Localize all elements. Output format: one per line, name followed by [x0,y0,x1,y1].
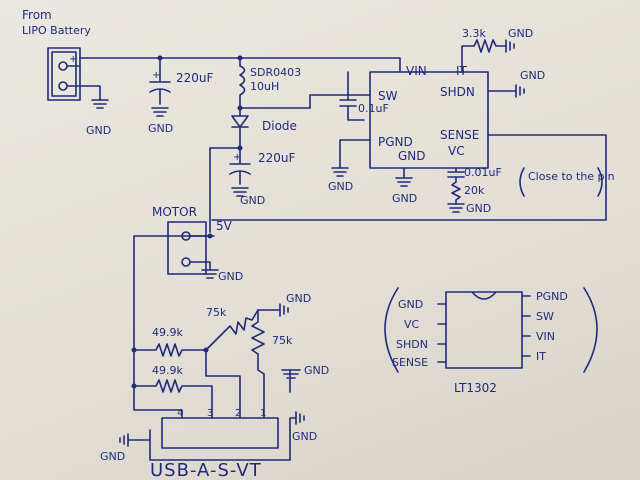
ic-lt1302-block: VIN IT SW SHDN PGND SENSE GND VC [369,64,489,169]
r2-value: 49.9k [152,364,183,377]
usb-connector: 4 3 2 1 USB-A-S-VT [149,408,291,480]
diode: Diode [231,107,297,149]
pinout-right-3: VIN [536,330,555,343]
pinout-left-1: GND [398,298,423,311]
diode-label: Diode [262,119,297,133]
chip-name-label: LT1302 [454,381,497,395]
vin-cap-value: 0.1uF [358,102,389,115]
lipo-battery-label: LIPO Battery [22,24,91,37]
divider-ground-top: GND [257,292,311,317]
usb-pin-4: 4 [177,408,183,419]
cap2-value: 220uF [258,151,296,165]
ic-pin-vc: VC [448,144,465,158]
placement-note: Close to the pin [519,167,615,197]
pinout-left-4: SENSE [392,356,428,369]
vc-cap-value: 0.01uF [464,166,502,179]
pinout-left-3: SHDN [396,338,428,351]
pinout-left-2: VC [404,318,420,331]
gnd-label-usb-right: GND [292,430,317,443]
capacitor-0.1uf: 0.1uF [339,71,389,121]
inductor-sdr0403: SDR0403 10uH [239,57,301,109]
ic-pin-shdn: SHDN [440,85,475,99]
ic-pin-sw: SW [378,89,398,103]
cap2-plus: + [233,152,241,163]
battery-rail-wire [79,57,401,73]
battery-source-label: From LIPO Battery [22,8,91,37]
motor-label: MOTOR [152,205,197,219]
junction-dots [131,55,243,389]
battery-ground: GND [86,99,111,137]
divider-ground-mid: GND [281,364,329,393]
vc-compensation: 0.01uF 20k GND [447,166,502,215]
shdn-ground: GND [487,69,545,98]
capacitor-220uf-input: + 220uF GND [148,57,214,135]
res-it-value: 3.3k [462,27,486,40]
resistor-49.9k-2: 49.9k [133,364,213,419]
usb-connector-label: USB-A-S-VT [150,460,262,480]
gnd-label-divider-mid: GND [304,364,329,377]
gnd-label-vc: GND [466,202,491,215]
battery-plus-label: + [69,54,77,65]
five-v-rail [133,235,211,419]
cap1-value: 220uF [176,71,214,85]
pinout-right-2: SW [536,310,554,323]
gnd-label-shdn: GND [520,69,545,82]
resistor-75k-1: 75k [205,306,259,351]
gnd-label-battery: GND [86,124,111,137]
from-label: From [22,8,52,22]
gnd-label-it: GND [508,27,533,40]
resistor-75k-2: 75k [251,309,293,419]
note-text: Close to the pin [528,170,615,183]
sense-feedback-wire [211,134,607,221]
output-node-wire [209,147,241,233]
ic-gnd-ground: GND [392,167,417,205]
ic-pin-gnd: GND [398,149,426,163]
inductor-value-label: 10uH [250,80,279,93]
lt1302-pinout: GND VC SHDN SENSE PGND SW VIN IT LT1302 [384,287,598,395]
r4-value: 75k [272,334,293,347]
gnd-label-divider-top: GND [286,292,311,305]
pgnd-ground: GND [328,139,371,193]
ic-pin-vin: VIN [406,64,427,78]
ic-pin-pgnd: PGND [378,135,413,149]
gnd-label-cap1: GND [148,122,173,135]
gnd-label-usb-left: GND [100,450,125,463]
resistor-3.3k: 3.3k GND [461,27,533,73]
gnd-label-motor: GND [218,270,243,283]
sw-node-wire [239,94,371,109]
usb-pin-2: 2 [235,408,241,419]
usb-shield-ground-left: GND [100,433,151,463]
battery-connector: + [47,47,101,101]
r1-value: 49.9k [152,326,183,339]
capacitor-220uf-output: + 220uF GND [229,147,296,207]
usb-shield-ground-right: GND [289,411,317,443]
usb-pin-3: 3 [207,408,213,419]
pinout-right-4: IT [536,350,546,363]
pinout-right-1: PGND [536,290,568,303]
divider-node-wire [205,349,241,419]
resistor-49.9k-1: 49.9k [133,326,207,357]
gnd-label-pgnd: GND [328,180,353,193]
usb-pin-1: 1 [260,408,266,419]
motor-connector: MOTOR 5V GND [152,205,243,283]
inductor-part-label: SDR0403 [250,66,301,79]
five-v-label: 5V [216,219,233,233]
r3-value: 75k [206,306,227,319]
gnd-label-cap2: GND [240,194,265,207]
ic-pin-sense: SENSE [440,128,479,142]
vc-res-value: 20k [464,184,485,197]
cap1-plus: + [152,70,160,81]
gnd-label-ic: GND [392,192,417,205]
